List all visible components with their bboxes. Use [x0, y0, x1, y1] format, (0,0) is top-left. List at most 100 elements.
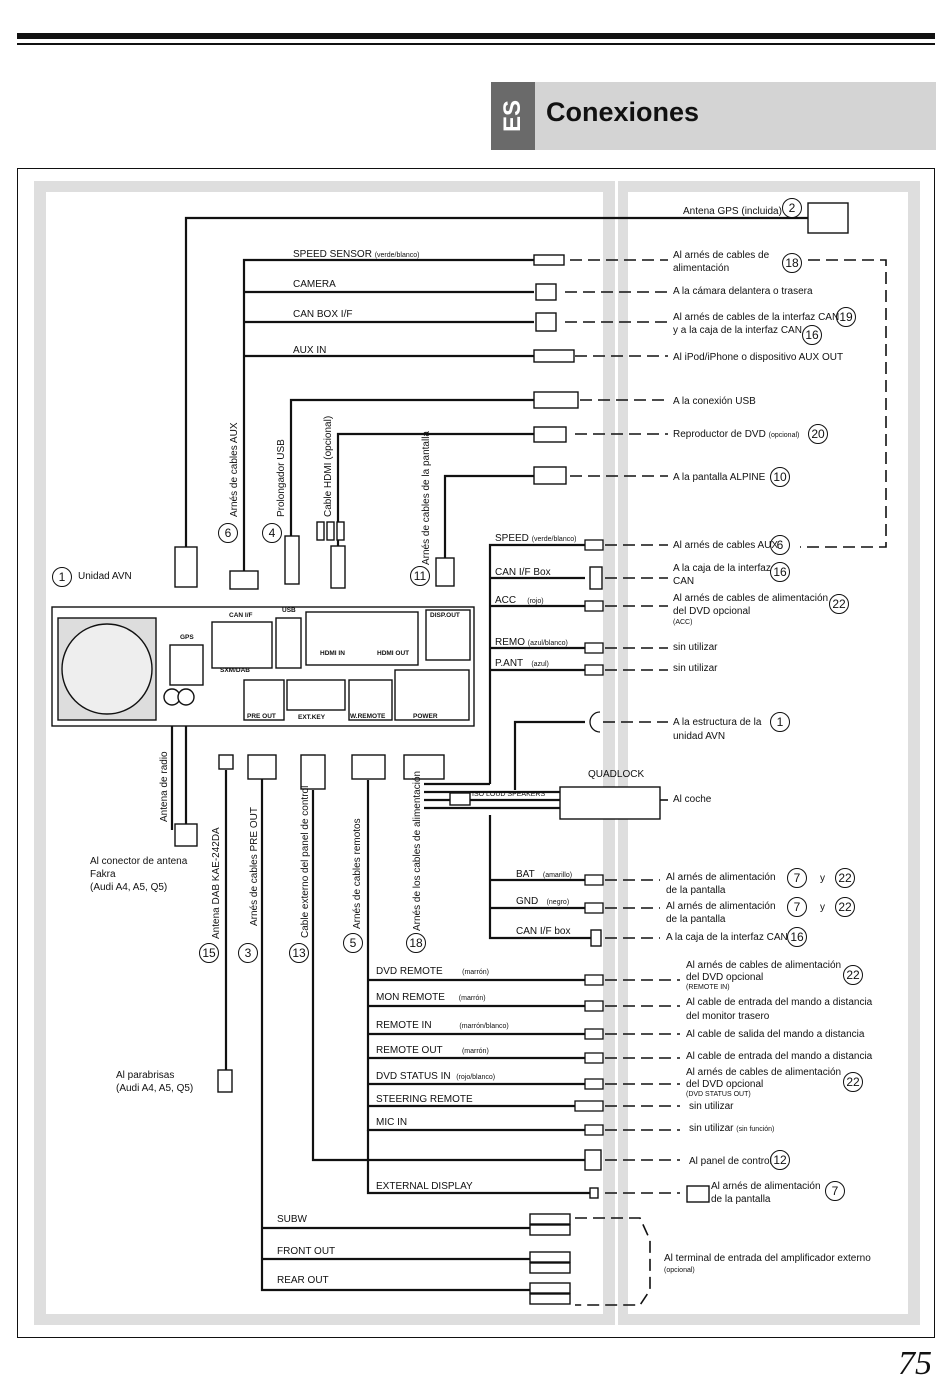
label-power-harness: Arnés de los cables de alimentación — [412, 770, 423, 931]
wire-mic: MIC IN — [376, 1117, 408, 1128]
target-unit-frame: A la estructura de la — [673, 717, 762, 728]
callout-22: 22 — [843, 1072, 863, 1092]
target-usb: A la conexión USB — [673, 396, 756, 407]
wire-can-box-2: CAN I/F box — [516, 926, 571, 937]
note-windshield: Al parabrisas — [116, 1070, 175, 1081]
port-disp-out: DISP.OUT — [430, 612, 460, 619]
port-hdmi-in: HDMI IN — [320, 650, 345, 657]
target-control-panel: Al panel de control — [689, 1156, 772, 1167]
target-car: Al coche — [673, 794, 712, 805]
target-remote-in: Al cable de entrada del mando a distanci… — [686, 1051, 873, 1062]
wire-quadlock: QUADLOCK — [588, 769, 645, 780]
callout-11: 11 — [410, 566, 430, 586]
port-ext-key: EXT.KEY — [298, 714, 326, 721]
callout-22: 22 — [835, 868, 855, 888]
wire-remote-out: REMOTE OUT (marrón) — [376, 1045, 489, 1056]
callout-7: 7 — [787, 868, 807, 888]
wire-dvd-remote: DVD REMOTE (marrón) — [376, 966, 489, 977]
callout-7: 7 — [825, 1181, 845, 1201]
target-screen-power: Al arnés de alimentación — [666, 872, 776, 883]
wire-remo: REMO (azul/blanco) — [495, 637, 568, 648]
target-gps: Antena GPS (incluida) — [683, 206, 782, 217]
target-dvd-power: Al arnés de cables de alimentación — [673, 593, 829, 604]
callout-10: 10 — [770, 467, 790, 487]
target-screen-power: Al arnés de alimentación — [711, 1181, 821, 1192]
callout-20: 20 — [808, 424, 828, 444]
callout-15: 15 — [199, 943, 219, 963]
wire-steering: STEERING REMOTE — [376, 1094, 473, 1105]
wire-acc: ACC (rojo) — [495, 595, 544, 606]
label-hdmi-cable: Cable HDMI (opcional) — [323, 415, 334, 517]
callout-22: 22 — [835, 897, 855, 917]
note-fakra: Al conector de antena — [90, 856, 188, 867]
label-radio-antenna: Antena de radio — [159, 751, 170, 822]
target-aux-harness: Al arnés de cables AUX — [673, 540, 779, 551]
gps-cable — [184, 216, 808, 547]
port-usb: USB — [282, 607, 296, 614]
callout-1: 1 — [770, 712, 790, 732]
callout-6: 6 — [218, 523, 238, 543]
target-dvd-remote-in: Al arnés de cables de alimentación — [686, 960, 842, 971]
callout-7: 7 — [787, 897, 807, 917]
callout-19: 19 — [836, 307, 856, 327]
callout-16: 16 — [770, 562, 790, 582]
callout-16: 16 — [802, 325, 822, 345]
target-alpine: A la pantalla ALPINE — [673, 472, 766, 483]
port-gps: GPS — [180, 634, 194, 641]
cable-aux-in: AUX IN — [293, 345, 327, 356]
wire-subw: SUBW — [277, 1214, 307, 1225]
target-power-harness: Al arnés de cables de — [673, 250, 770, 261]
port-power: POWER — [413, 713, 438, 720]
cable-can-box: CAN BOX I/F — [293, 309, 353, 320]
wire-can-box: CAN I/F Box — [495, 567, 551, 578]
wire-dvd-status: DVD STATUS IN (rojo/blanco) — [376, 1071, 496, 1082]
target-can-box-full: A la caja de la interfaz CAN — [666, 932, 788, 943]
label-dab-antenna: Antena DAB KAE-242DA — [211, 827, 222, 939]
callout-18: 18 — [406, 933, 426, 953]
label-screen-harness: Arnés de cables de la pantalla — [421, 431, 432, 565]
callout-1: 1 — [52, 567, 72, 587]
wire-ext-display: EXTERNAL DISPLAY — [376, 1181, 473, 1192]
callout-4: 4 — [262, 523, 282, 543]
target-can: Al arnés de cables de la interfaz CAN — [673, 312, 840, 323]
callout-22: 22 — [829, 594, 849, 614]
callout-3: 3 — [238, 943, 258, 963]
label-ext-panel-cable: Cable externo del panel de control — [300, 785, 311, 938]
label-preout-harness: Arnés de cables PRE OUT — [249, 807, 260, 926]
wire-iso: ISO LOUD SPEAKERS — [472, 791, 546, 798]
wire-mon-remote: MON REMOTE (marrón) — [376, 992, 486, 1003]
language-tab: ES — [491, 82, 535, 150]
callout-18: 18 — [782, 253, 802, 273]
target-ipod: Al iPod/iPhone o dispositivo AUX OUT — [673, 352, 844, 363]
target-unused-fn: sin utilizar (sin función) — [689, 1123, 775, 1134]
header-banner — [491, 82, 936, 150]
target-amplifier: Al terminal de entrada del amplificador … — [664, 1253, 871, 1264]
callout-16: 16 — [787, 927, 807, 947]
target-screen-power: Al arnés de alimentación — [666, 901, 776, 912]
callout-6: 6 — [770, 535, 790, 555]
target-remote-out: Al cable de salida del mando a distancia — [686, 1029, 865, 1040]
wire-front-out: FRONT OUT — [277, 1246, 336, 1257]
target-unused: sin utilizar — [673, 642, 718, 653]
wire-pant: P.ANT (azul) — [495, 658, 549, 669]
port-sxm-dab: SXM/DAB — [220, 667, 250, 674]
wire-bat: BAT (amarillo) — [516, 869, 573, 880]
callout-12: 12 — [770, 1150, 790, 1170]
top-rule-thin — [17, 43, 935, 45]
cable-speed-sensor: SPEED SENSOR (verde/blanco) — [293, 249, 420, 260]
page-title: Conexiones — [546, 97, 700, 127]
target-dvd-status: Al arnés de cables de alimentación — [686, 1067, 842, 1078]
top-rule-thick — [17, 33, 935, 39]
port-w-remote: W.REMOTE — [350, 713, 386, 720]
target-can-box: A la caja de la interfaz — [673, 563, 771, 574]
label-usb-ext: Prolongador USB — [276, 439, 287, 517]
unit-label: Unidad AVN — [78, 571, 132, 582]
label-remote-harness: Arnés de cables remotos — [352, 818, 363, 929]
wire-speed: SPEED (verde/blanco) — [495, 533, 577, 544]
callout-22: 22 — [843, 965, 863, 985]
target-dvd: Reproductor de DVD (opcional) — [673, 429, 800, 440]
callout-5: 5 — [343, 933, 363, 953]
target-rear-monitor: Al cable de entrada del mando a distanci… — [686, 997, 873, 1008]
callout-2: 2 — [782, 198, 802, 218]
